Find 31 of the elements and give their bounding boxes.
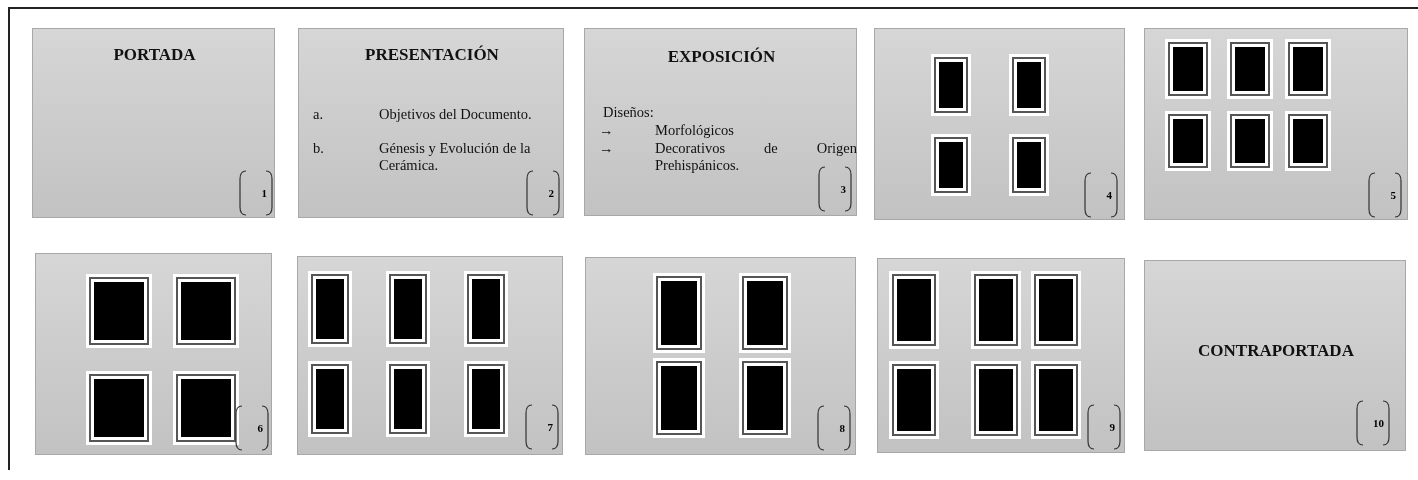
slide-thumbnail <box>297 256 563 455</box>
slide-thumbnail <box>1144 28 1408 220</box>
page-number: 7 <box>524 403 560 451</box>
slide-text: Morfológicos <box>655 122 735 140</box>
page-number: 4 <box>1083 171 1119 219</box>
slide-thumbnail <box>584 28 857 216</box>
page-number: 8 <box>816 404 852 452</box>
slide-text: b. <box>313 140 325 158</box>
slide-text: Diseños: <box>603 104 655 122</box>
page-number: 6 <box>234 404 270 452</box>
slide-title: PRESENTACIÓN <box>364 45 500 66</box>
slide-thumbnail <box>1144 260 1406 451</box>
page-number: 2 <box>525 169 561 217</box>
slide-text: → <box>599 140 615 158</box>
slide-title: CONTRAPORTADA <box>1197 341 1355 362</box>
slide-text: → <box>599 122 615 140</box>
page-number: 5 <box>1367 171 1403 219</box>
slide-title: PORTADA <box>112 45 197 66</box>
page-number: 1 <box>238 169 274 217</box>
slide-thumbnail <box>32 28 275 218</box>
slide-title: EXPOSICIÓN <box>666 47 777 68</box>
slide-thumbnail <box>35 253 272 455</box>
slide-thumbnail <box>877 258 1125 453</box>
slide-thumbnail <box>874 28 1125 220</box>
slide-text: a. <box>313 106 325 124</box>
slide-thumbnail <box>298 28 564 218</box>
slide-text: Objetivos del Documento. <box>379 106 533 124</box>
page-number: 10 <box>1355 399 1391 447</box>
page-number: 3 <box>817 165 853 213</box>
slide-thumbnail <box>585 257 856 455</box>
page-number: 9 <box>1086 403 1122 451</box>
